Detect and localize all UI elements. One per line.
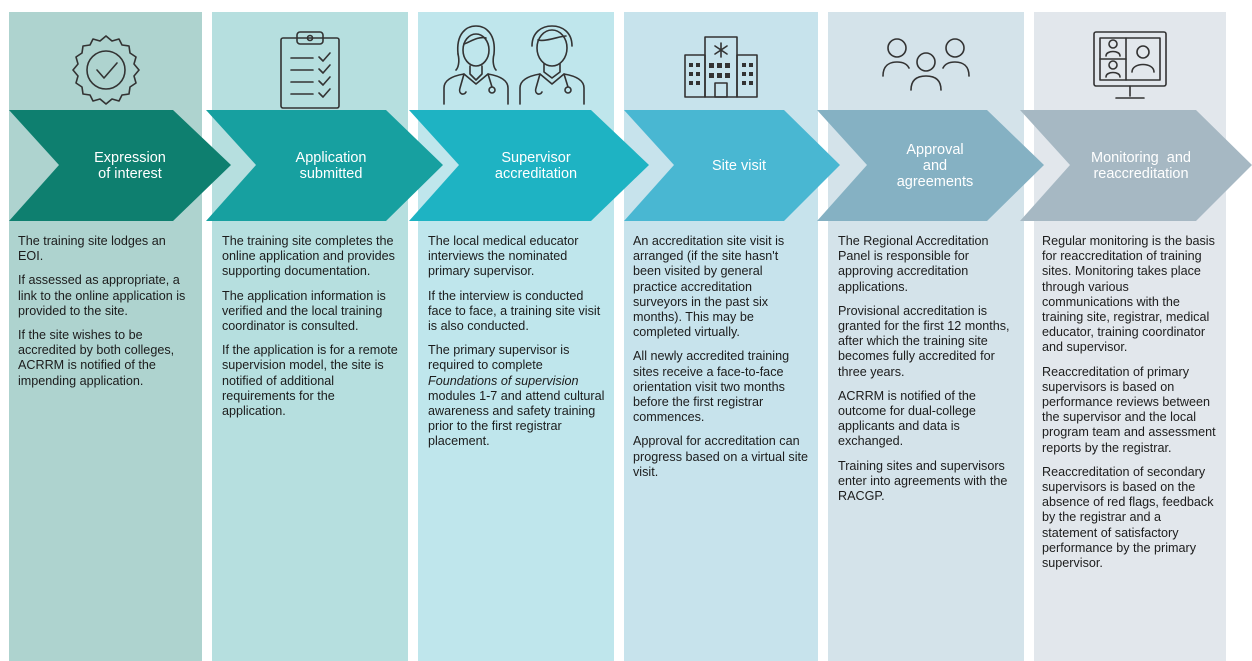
description-paragraph: Provisional accreditation is granted for… [838, 303, 1010, 379]
stage-title: Site visit [712, 157, 766, 174]
description-paragraph: Reaccreditation of primary supervisors i… [1042, 364, 1216, 455]
stage-title: Approval and agreements [896, 141, 974, 190]
stage-chevron-expression-of-interest: Expression of interest [9, 110, 231, 221]
video-conference-icon [1034, 22, 1226, 110]
doctors-icon [418, 20, 614, 108]
stage-title: Supervisor accreditation [494, 149, 578, 182]
description-paragraph: Training sites and supervisors enter int… [838, 458, 1008, 504]
emphasized-course-name: Foundations of supervision [428, 373, 579, 388]
stage-chevron-approval-and-agreements: Approval and agreements [817, 110, 1044, 221]
hospital-icon [624, 22, 818, 110]
stage-description-monitoring-and-reaccreditation: Regular monitoring is the basis for reac… [1042, 234, 1218, 580]
stage-chevron-site-visit: Site visit [624, 110, 840, 221]
stage-description-supervisor-accreditation: The local medical educator interviews th… [428, 234, 606, 459]
description-paragraph: All newly accredited training sites rece… [633, 349, 790, 425]
stage-description-application-submitted: The training site completes the online a… [222, 234, 400, 428]
description-paragraph: ACRRM is notified of the outcome for dua… [838, 388, 976, 449]
stage-description-approval-and-agreements: The Regional Accreditation Panel is resp… [838, 234, 1016, 513]
description-paragraph: If assessed as appropriate, a link to th… [18, 273, 186, 318]
description-paragraph: Regular monitoring is the basis for reac… [1042, 234, 1215, 355]
stage-chevron-monitoring-and-reaccreditation: Monitoring and reaccreditation [1020, 110, 1252, 221]
stage-description-expression-of-interest: The training site lodges an EOI. If asse… [18, 234, 190, 398]
stage-chevron-application-submitted: Application submitted [206, 110, 443, 221]
badge-check-icon [9, 26, 202, 114]
stage-description-site-visit: An accreditation site visit is arranged … [633, 234, 809, 489]
description-paragraph: An accreditation site visit is arranged … [633, 234, 785, 340]
description-paragraph: The primary supervisor is required to co… [428, 343, 605, 449]
clipboard-checklist-icon [212, 26, 408, 114]
description-paragraph: The Regional Accreditation Panel is resp… [838, 234, 989, 294]
description-paragraph: If the interview is conducted face to fa… [428, 288, 601, 334]
stage-title: Monitoring and reaccreditation [1091, 149, 1191, 182]
people-group-icon [828, 20, 1024, 108]
description-paragraph: The training site completes the online a… [222, 234, 395, 279]
description-paragraph: Approval for accreditation can progress … [633, 434, 809, 479]
description-paragraph: If the application is for a remote super… [222, 343, 398, 419]
description-paragraph: The application information is verified … [222, 288, 386, 334]
stage-chevron-supervisor-accreditation: Supervisor accreditation [409, 110, 649, 221]
stage-title: Expression of interest [94, 149, 166, 182]
description-paragraph: If the site wishes to be accredited by b… [18, 328, 175, 388]
stage-title: Application submitted [295, 149, 367, 182]
description-paragraph: Reaccreditation of secondary supervisors… [1042, 464, 1214, 571]
description-paragraph: The training site lodges an EOI. [18, 234, 166, 264]
description-paragraph: The local medical educator interviews th… [428, 234, 579, 279]
